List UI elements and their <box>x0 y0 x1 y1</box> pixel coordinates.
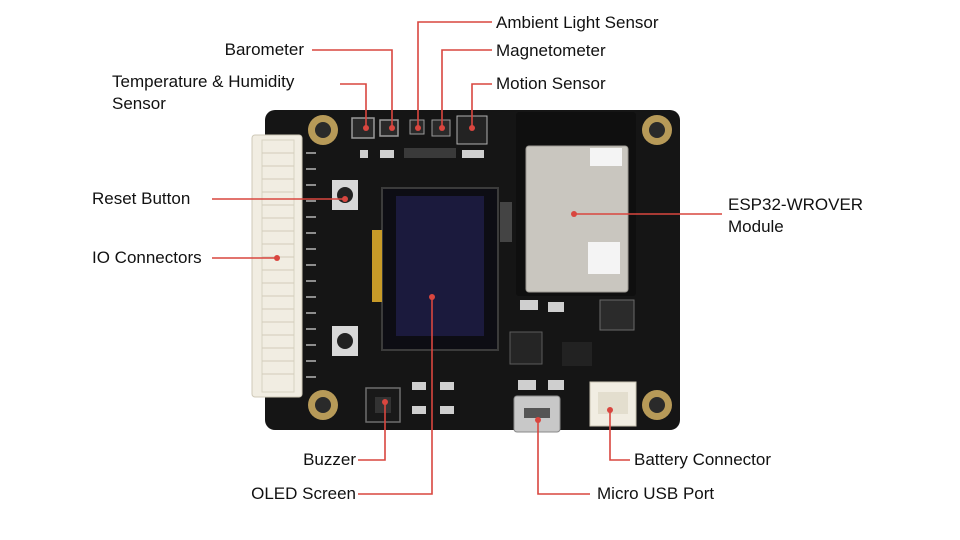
callout-line: Battery Connector <box>634 449 771 471</box>
dot-io-connectors <box>274 255 280 261</box>
callout-micro-usb-port: Micro USB Port <box>597 483 714 505</box>
callout-line: Temperature & Humidity <box>112 71 294 93</box>
callout-line: Barometer <box>225 39 304 61</box>
reset-button-icon <box>332 180 358 210</box>
callout-reset-button: Reset Button <box>92 188 190 210</box>
callout-temperature-humidity-sensor: Temperature & Humidity Sensor <box>112 71 294 115</box>
callout-ambient-light-sensor: Ambient Light Sensor <box>496 12 659 34</box>
dot-ambient-light-sensor <box>415 125 421 131</box>
dot-esp32-wrover-module <box>571 211 577 217</box>
callout-magnetometer: Magnetometer <box>496 40 606 62</box>
callout-line: Ambient Light Sensor <box>496 12 659 34</box>
callout-battery-connector: Battery Connector <box>634 449 771 471</box>
callout-line: OLED Screen <box>251 483 356 505</box>
battery-connector-icon <box>590 382 636 426</box>
buzzer-icon <box>366 388 400 422</box>
callout-line: IO Connectors <box>92 247 202 269</box>
callout-line: Buzzer <box>303 449 356 471</box>
callout-io-connectors: IO Connectors <box>92 247 202 269</box>
dot-oled-screen <box>429 294 435 300</box>
callout-line: ESP32-WROVER <box>728 194 863 216</box>
mounting-hole <box>308 115 338 145</box>
oled-screen-icon <box>372 188 498 350</box>
pcb-board-icon <box>252 110 680 432</box>
callout-line: Magnetometer <box>496 40 606 62</box>
mounting-hole <box>642 115 672 145</box>
dot-temperature-humidity-sensor <box>363 125 369 131</box>
dot-motion-sensor <box>469 125 475 131</box>
user-button-icon <box>332 326 358 356</box>
callout-buzzer: Buzzer <box>303 449 356 471</box>
mounting-hole <box>308 390 338 420</box>
callout-line: Sensor <box>112 93 294 115</box>
mounting-hole <box>642 390 672 420</box>
esp32-module-icon <box>516 112 636 296</box>
callout-esp32-wrover-module: ESP32-WROVER Module <box>728 194 863 238</box>
callout-motion-sensor: Motion Sensor <box>496 73 606 95</box>
callout-line: Module <box>728 216 863 238</box>
dot-battery-connector <box>607 407 613 413</box>
micro-usb-port-icon <box>514 396 560 432</box>
dot-buzzer <box>382 399 388 405</box>
callout-line: Reset Button <box>92 188 190 210</box>
callout-line: Micro USB Port <box>597 483 714 505</box>
callout-line: Motion Sensor <box>496 73 606 95</box>
dot-barometer <box>389 125 395 131</box>
dot-micro-usb-port <box>535 417 541 423</box>
io-connector-strip <box>252 135 302 397</box>
callout-oled-screen: OLED Screen <box>251 483 356 505</box>
dot-magnetometer <box>439 125 445 131</box>
callout-barometer: Barometer <box>225 39 304 61</box>
dot-reset-button <box>342 196 348 202</box>
